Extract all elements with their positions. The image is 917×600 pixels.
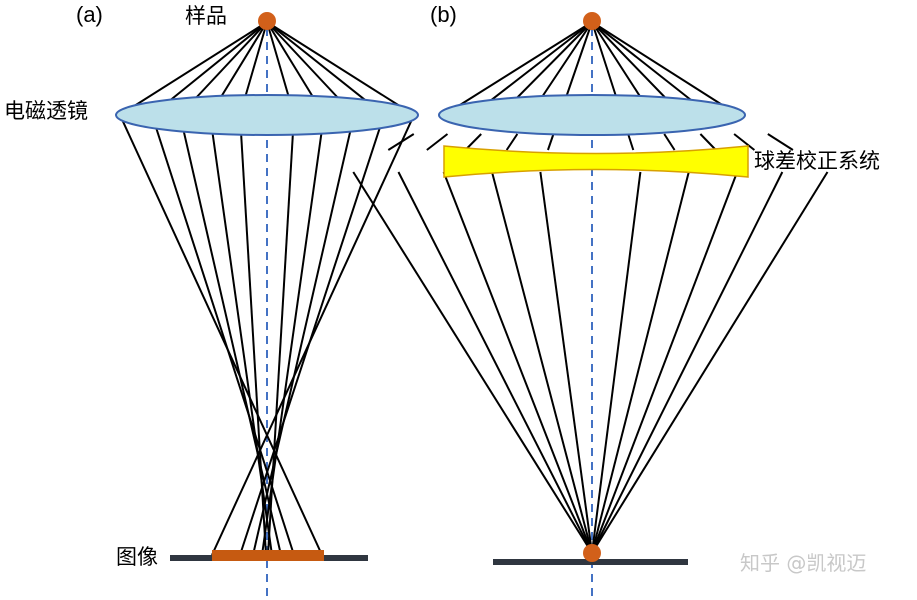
corrected-ray <box>591 171 784 554</box>
corrected-ray <box>491 171 593 554</box>
corrected-ray <box>539 171 593 554</box>
refracted-ray <box>663 133 676 151</box>
refracted-ray <box>464 133 482 151</box>
refracted-ray <box>261 114 325 556</box>
incident-ray <box>266 21 415 116</box>
electromagnetic-lens-label: 电磁透镜 <box>4 99 88 123</box>
refracted-ray <box>767 133 794 151</box>
corrected-ray <box>591 171 690 554</box>
refracted-ray <box>119 114 323 556</box>
image-label: 图像 <box>116 545 158 569</box>
corrected-ray <box>397 171 593 554</box>
refracted-ray <box>239 114 267 556</box>
sample-dot <box>583 12 601 30</box>
corrected-ray <box>591 171 642 554</box>
refracted-ray <box>387 133 415 151</box>
sample-label: 样品 <box>185 4 227 28</box>
refracted-ray <box>547 133 555 151</box>
focused-image-dot <box>583 544 601 562</box>
refracted-ray <box>179 114 282 556</box>
refracted-ray <box>505 133 519 151</box>
corrected-ray <box>442 171 593 554</box>
refracted-ray <box>211 114 415 556</box>
blurred-image-spot <box>212 550 324 561</box>
panel-b-with-correction <box>352 12 829 598</box>
electromagnetic-lens <box>438 94 746 136</box>
spherical-aberration-corrector <box>443 145 749 178</box>
corrected-ray <box>591 171 829 554</box>
incident-ray <box>591 21 739 116</box>
panel-a-label: (a) <box>76 2 103 27</box>
corrected-ray <box>352 171 593 554</box>
refracted-ray <box>733 133 756 151</box>
refracted-ray <box>252 114 355 556</box>
refracted-ray <box>627 133 635 151</box>
watermark: 知乎 @凯视迈 <box>740 551 867 575</box>
electromagnetic-lens <box>115 94 419 136</box>
sample-dot <box>258 12 276 30</box>
spherical-aberration-corrector-label: 球差校正系统 <box>754 149 880 173</box>
refracted-ray <box>699 133 717 151</box>
panel-a-without-correction <box>115 12 419 598</box>
refracted-ray <box>426 133 449 151</box>
panel-b-label: (b) <box>430 2 457 27</box>
incident-ray <box>443 21 593 116</box>
incident-ray <box>119 21 268 116</box>
corrected-ray <box>591 171 739 554</box>
